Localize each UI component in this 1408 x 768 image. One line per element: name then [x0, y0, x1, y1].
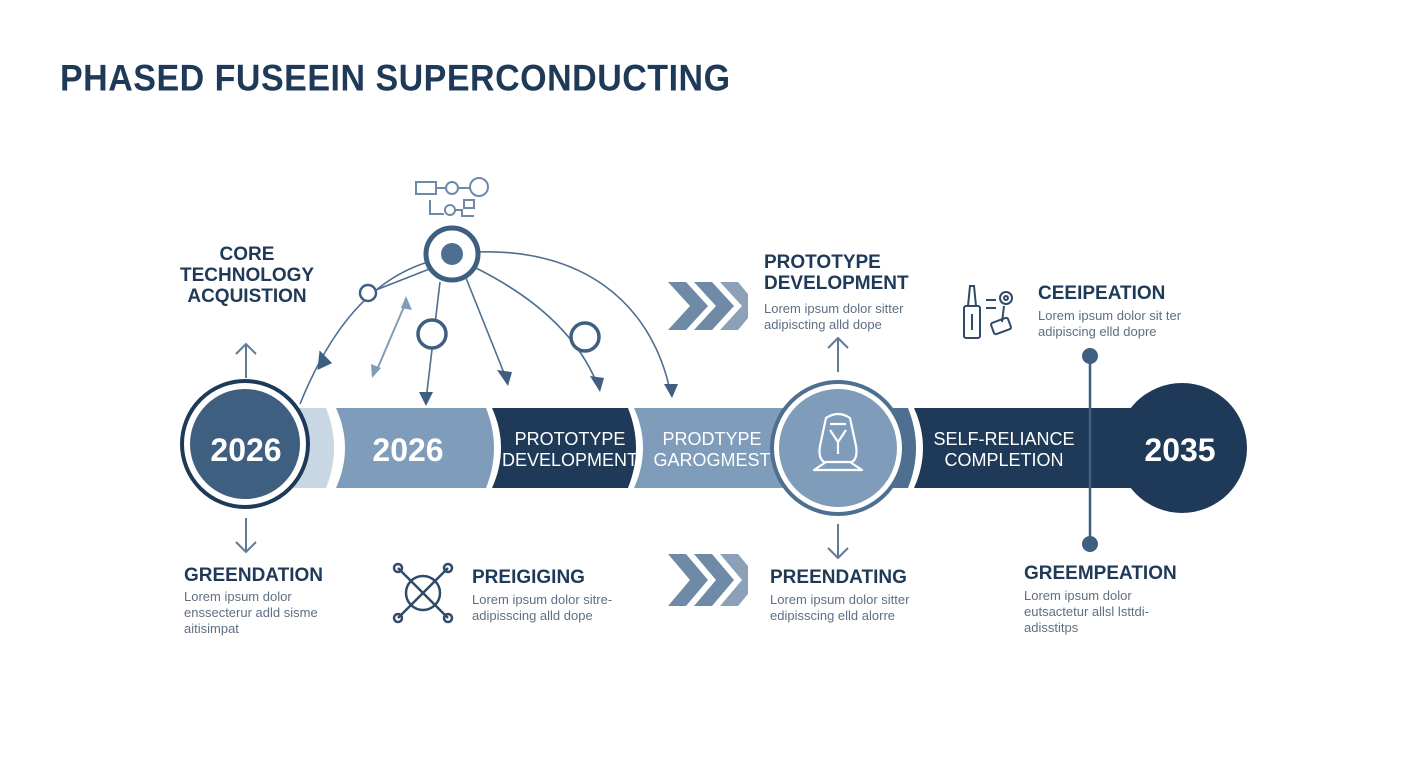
bottom-item-title: GREEMPEATION [1024, 563, 1177, 584]
arrowhead-2 [419, 392, 433, 406]
start-arrows [235, 342, 257, 554]
diagonal-double-arrow [371, 296, 412, 378]
coil-device-icon [812, 412, 864, 472]
top-item-line: PROTOTYPE [764, 252, 881, 273]
top-item-line: ACQUISTION [187, 286, 307, 307]
top-item-prototype: PROTOTYPE DEVELOPMENT [764, 252, 909, 294]
top-item-core-tech: CORE TECHNOLOGY ACQUISTION [180, 244, 314, 307]
segment4-line2: COMPLETION [944, 450, 1063, 470]
end-year: 2035 [1144, 432, 1215, 468]
arc-down-2 [465, 277, 507, 379]
network-arcs [299, 251, 671, 405]
chevrons-icon-top [668, 282, 748, 330]
arrowhead-5 [664, 384, 678, 398]
desc-line: adisstitps [1024, 620, 1079, 635]
arc-small [375, 267, 433, 291]
segment3-line2: GAROGMEST [653, 450, 770, 470]
top-item-ceeipeation-desc: Lorem ipsum dolor sit ter adipiscing ell… [1038, 308, 1181, 340]
arrowhead-1 [317, 350, 333, 370]
arc-right [475, 251, 671, 391]
arrowhead-4 [590, 376, 604, 392]
middle-arrows [827, 336, 849, 560]
segment-2 [492, 408, 636, 488]
end-connector [1082, 348, 1098, 552]
start-node [180, 379, 310, 509]
top-item-ceeipeation: CEEIPEATION [1038, 283, 1165, 304]
top-item-line: TECHNOLOGY [180, 265, 315, 286]
top-item-prototype-desc: Lorem ipsum dolor sitter adipiscting all… [764, 301, 903, 333]
arrowhead-3 [497, 370, 512, 386]
timeline-band [290, 408, 1140, 488]
network-nodes [358, 225, 601, 353]
node-left [416, 318, 448, 350]
page-title: PHASED FUSEEIN SUPERCONDUCTING [60, 58, 731, 100]
desc-line: Lorem ipsum dolor sit ter [1038, 308, 1182, 323]
arc-down-3 [475, 267, 599, 387]
segment1-year: 2026 [372, 432, 443, 468]
desc-line: Lorem ipsum dolor sitter [770, 592, 910, 607]
desc-line: enssecterur adld sisme [184, 605, 318, 620]
desc-line: adipiscting alld dope [764, 317, 882, 332]
small-node [358, 283, 378, 303]
desc-line: edipisscing elld alorre [770, 608, 896, 623]
desc-line: adipisscing alld dope [472, 608, 593, 623]
segment2-line1: PROTOTYPE [515, 429, 626, 449]
node-right [569, 321, 601, 353]
bottom-item-title: PREIGIGING [472, 567, 585, 588]
desc-line: Lorem ipsum dolor sitter [764, 301, 904, 316]
bottom-item-desc: Lorem ipsum dolor eutsactetur allsl lstt… [1024, 588, 1149, 636]
segment2-line2: DEVELOPMENT [502, 450, 638, 470]
segment3-line1: PRODTYPE [662, 429, 761, 449]
hub-node-core [441, 243, 463, 265]
arrowheads [317, 350, 678, 406]
circuit-icon [415, 177, 489, 217]
bottom-item-title: GREENDATION [184, 565, 323, 586]
probe-tools-icon [963, 285, 1013, 339]
segment4-line1: SELF-RELIANCE [933, 429, 1074, 449]
desc-line: adipiscing elld dopre [1038, 324, 1157, 339]
desc-line: eutsactetur allsl lsttdi- [1024, 604, 1149, 619]
segment-3 [634, 408, 800, 488]
end-node [1117, 383, 1247, 513]
bottom-item-title: PREENDATING [770, 567, 907, 588]
tools-cross-icon [392, 562, 454, 624]
start-year: 2026 [210, 432, 281, 468]
chevrons-icon-bottom [668, 554, 748, 606]
top-item-line: CEEIPEATION [1038, 283, 1166, 304]
bottom-item-desc: Lorem ipsum dolor enssecterur adld sisme… [184, 589, 318, 637]
arc-left [299, 261, 429, 405]
bottom-item-desc: Lorem ipsum dolor sitre- adipisscing all… [472, 592, 612, 624]
segment-1 [336, 408, 494, 488]
top-item-line: CORE [219, 244, 275, 265]
bottom-item-desc: Lorem ipsum dolor sitter edipisscing ell… [770, 592, 909, 624]
segment-4 [914, 408, 1140, 488]
top-item-line: DEVELOPMENT [764, 273, 909, 294]
desc-line: Lorem ipsum dolor [1024, 588, 1132, 603]
desc-line: aitisimpat [184, 621, 239, 636]
desc-line: Lorem ipsum dolor [184, 589, 292, 604]
desc-line: Lorem ipsum dolor sitre- [472, 592, 613, 607]
